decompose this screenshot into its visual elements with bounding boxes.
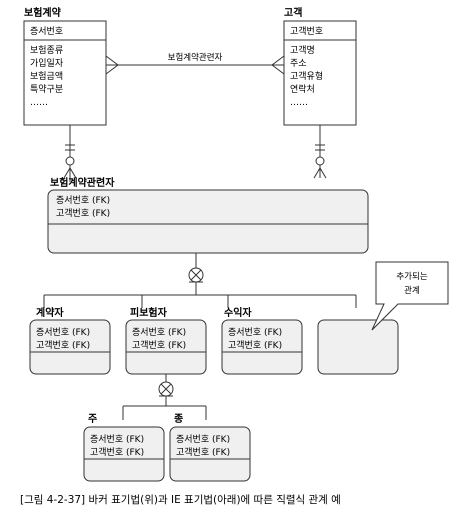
- subtype-contractor: 증서번호 (FK) 고객번호 (FK): [29, 319, 111, 375]
- sub-subtype-attr: 증서번호 (FK): [90, 434, 144, 445]
- customer-attr: ……: [290, 98, 308, 108]
- sub-subtype-attr: 증서번호 (FK): [176, 434, 230, 445]
- policy-key: 증서번호: [30, 26, 63, 37]
- callout-line2: 관계: [404, 285, 420, 296]
- subtype-attr: 증서번호 (FK): [228, 327, 282, 338]
- sub-subtype-primary: 증서번호 (FK) 고객번호 (FK): [83, 426, 165, 482]
- relation-entity-title: 보험계약관련자: [50, 176, 115, 189]
- policy-entity-title: 보험계약: [24, 6, 62, 19]
- sub-subtype-attr: 고객번호 (FK): [90, 447, 144, 458]
- policy-attr: ……: [30, 98, 48, 108]
- customer-attr: 주소: [290, 58, 307, 69]
- ie-connector-policy: [63, 125, 77, 182]
- subtype-attr: 고객번호 (FK): [132, 340, 186, 351]
- callout: 추가되는 관계: [371, 261, 449, 331]
- policy-attr: 가입일자: [30, 57, 64, 69]
- added-subtype: [317, 319, 399, 375]
- subtype-attr: 고객번호 (FK): [228, 340, 282, 351]
- sub-subtype-attr: 고객번호 (FK): [176, 447, 230, 458]
- relation-attr: 증서번호 (FK): [56, 195, 110, 206]
- relationship-label: 보험계약관련자: [168, 52, 223, 63]
- ie-connector-customer: [313, 125, 327, 179]
- subtype-title: 수익자: [224, 306, 252, 319]
- subtype-insured: 증서번호 (FK) 고객번호 (FK): [125, 319, 207, 375]
- subtype-attr: 증서번호 (FK): [36, 327, 90, 338]
- subtype-beneficiary: 증서번호 (FK) 고객번호 (FK): [221, 319, 303, 375]
- relation-attr: 고객번호 (FK): [56, 208, 110, 219]
- subtype-discriminator: [43, 253, 357, 308]
- customer-attr: 고객유형: [290, 71, 323, 82]
- policy-attr: 보험종류: [30, 45, 63, 56]
- crowfoot-left-icon: [105, 55, 119, 75]
- relation-entity-box: [47, 189, 369, 254]
- subtype-title: 피보험자: [130, 306, 168, 319]
- customer-key: 고객번호: [290, 26, 323, 37]
- policy-entity-box: [23, 20, 107, 126]
- crowfoot-icon: [63, 167, 77, 179]
- crowfoot-icon: [313, 167, 327, 179]
- sub-subtype-title: 종: [174, 413, 183, 425]
- crowfoot-right-icon: [271, 55, 285, 75]
- policy-attr: 특약구분: [30, 83, 63, 95]
- sub-subtype-secondary: 증서번호 (FK) 고객번호 (FK): [169, 426, 251, 482]
- subtype-attr: 증서번호 (FK): [132, 327, 186, 338]
- customer-entity: 고객번호 고객명 주소 고객유형 연락처 ……: [283, 20, 357, 126]
- sub-subtype-title: 주: [88, 413, 97, 425]
- customer-attr: 고객명: [290, 45, 315, 56]
- customer-attr: 연락처: [290, 83, 315, 95]
- figure-caption: [그림 4-2-37] 바커 표기법(위)과 IE 표기법(아래)에 따른 직렬…: [20, 493, 341, 506]
- callout-bubble: [371, 261, 449, 331]
- policy-attr: 보험금액: [30, 70, 63, 82]
- sub-subtype-discriminator: [122, 374, 207, 420]
- customer-entity-box: [283, 20, 357, 126]
- optional-circle-icon: [65, 156, 75, 166]
- customer-entity-title: 고객: [284, 6, 302, 19]
- policy-entity: 증서번호 보험종류 가입일자 보험금액 특약구분 ……: [23, 20, 107, 126]
- callout-line1: 추가되는: [396, 272, 427, 282]
- optional-circle-icon: [315, 156, 325, 166]
- subtype-attr: 고객번호 (FK): [36, 340, 90, 351]
- added-subtype-box: [317, 319, 399, 375]
- relation-entity: 증서번호 (FK) 고객번호 (FK): [47, 189, 369, 254]
- subtype-title: 계약자: [36, 306, 64, 319]
- barker-relationship: 보험계약관련자: [105, 52, 285, 75]
